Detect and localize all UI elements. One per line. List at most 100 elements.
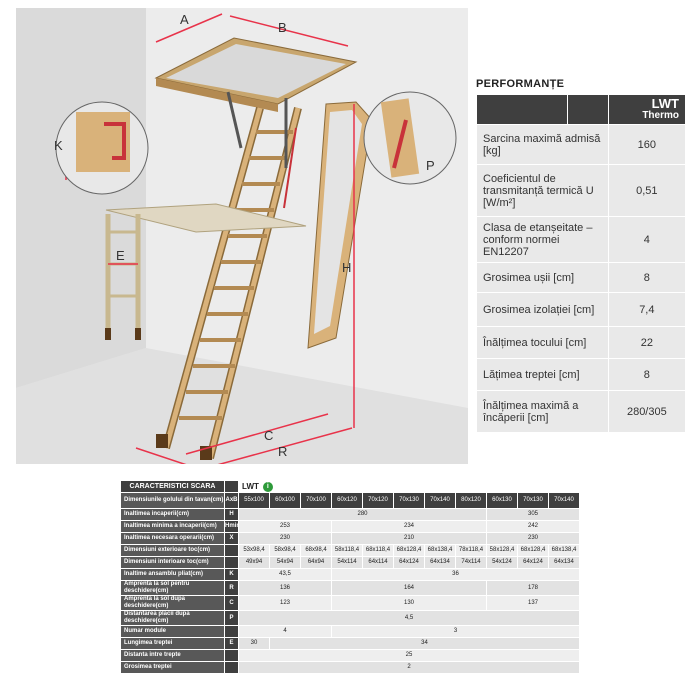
performance-label: Sarcina maximă admisă [kg] [476, 124, 609, 165]
size-column-header: 70x130 [393, 492, 425, 509]
spec-value: 64x134 [424, 556, 456, 569]
spec-label: Inaltimea minima a incaperii(cm) [120, 520, 225, 533]
spec-value: 68x98,4 [300, 544, 332, 557]
performance-header-model: LWT Thermo [607, 94, 687, 125]
spec-label: Amprenta la sol pentru deschidere(cm) [120, 580, 225, 596]
performance-value: 22 [607, 326, 687, 359]
dim-label-p: P [426, 158, 435, 173]
size-column-header: 55x100 [238, 492, 270, 509]
dim-label-a: A [180, 12, 189, 27]
dim-label-h: H [342, 260, 352, 275]
spec-value: 242 [486, 520, 580, 533]
dim-label-k: K [54, 138, 63, 153]
performance-panel: PERFORMANȚE LWT Thermo Sarcina maximă ad… [475, 78, 687, 433]
spec-symbol [224, 625, 239, 638]
spec-value: 64x114 [362, 556, 394, 569]
spec-label: Distantarea placii dupa deschidere(cm) [120, 610, 225, 626]
spec-symbol [224, 661, 239, 674]
spec-label: Amprenta la sol dupa deschidere(cm) [120, 595, 225, 611]
size-column-header: 70x130 [517, 492, 549, 509]
spec-value: 54x114 [331, 556, 363, 569]
spec-value: 130 [331, 595, 487, 611]
spec-value: 230 [238, 532, 332, 545]
dim-label-b: B [278, 20, 287, 35]
spec-value: 34 [269, 637, 580, 650]
spec-symbol: X [224, 532, 239, 545]
performance-row: Grosimea izolației [cm]7,4 [476, 292, 687, 327]
size-column-header: 70x120 [362, 492, 394, 509]
info-icon[interactable]: i [262, 481, 273, 492]
performance-label: Coeficientul de transmitanță termică U [… [476, 164, 609, 217]
spec-symbol: Hmin [224, 520, 239, 533]
performance-row: Grosimea ușii [cm]8 [476, 262, 687, 293]
spec-symbol [224, 544, 239, 557]
performance-row: Sarcina maximă admisă [kg]160 [476, 124, 687, 165]
performance-label: Grosimea ușii [cm] [476, 262, 609, 293]
spec-value: 123 [238, 595, 332, 611]
size-column-header: 60x100 [269, 492, 301, 509]
spec-symbol [224, 556, 239, 569]
spec-value: 53x98,4 [238, 544, 270, 557]
spec-symbol: R [224, 580, 239, 596]
spec-value: 136 [238, 580, 332, 596]
spec-value: 49x94 [238, 556, 270, 569]
performance-title: PERFORMANȚE [476, 78, 565, 90]
spec-symbol: C [224, 595, 239, 611]
spec-label: Dimensiuni interioare toc(cm) [120, 556, 225, 569]
spec-value: 64x124 [393, 556, 425, 569]
specifications-title: CARACTERISTICI SCARA [120, 480, 225, 493]
size-column-header: 70x140 [548, 492, 580, 509]
spec-label: Inaltime ansamblu pliat(cm) [120, 568, 225, 581]
ladder-illustration: A B K P E H C R [16, 8, 468, 464]
performance-label: Clasa de etanșeitate – conform normei EN… [476, 216, 609, 263]
spec-value: 74x114 [455, 556, 487, 569]
spec-value: 58x128,4 [486, 544, 518, 557]
spec-value: 230 [486, 532, 580, 545]
spec-value: 64x94 [300, 556, 332, 569]
spec-value: 4 [238, 625, 332, 638]
spec-value: 280 [238, 508, 487, 521]
spec-value: 43,5 [238, 568, 332, 581]
spec-header-label: Dimensiunile golului din tavan(cm) [120, 492, 225, 509]
spec-value: 210 [331, 532, 487, 545]
spec-value: 3 [331, 625, 580, 638]
spec-value: 68x128,4 [393, 544, 425, 557]
performance-value: 0,51 [607, 164, 687, 217]
performance-value: 8 [607, 358, 687, 391]
performance-label: Înălțimea tocului [cm] [476, 326, 609, 359]
spec-symbol: E [224, 637, 239, 650]
performance-label: Lățimea treptei [cm] [476, 358, 609, 391]
dim-label-c: C [264, 428, 274, 443]
spec-header-symbol: AxB [224, 492, 239, 509]
performance-row: Clasa de etanșeitate – conform normei EN… [476, 216, 687, 263]
dim-label-e: E [116, 248, 125, 263]
size-column-header: 70x100 [300, 492, 332, 509]
spec-value: 253 [238, 520, 332, 533]
spec-value: 58x98,4 [269, 544, 301, 557]
spec-value: 178 [486, 580, 580, 596]
spec-value: 68x138,4 [548, 544, 580, 557]
spec-value: 78x118,4 [455, 544, 487, 557]
spec-value: 64x124 [517, 556, 549, 569]
spec-symbol: P [224, 610, 239, 626]
performance-table: LWT Thermo Sarcina maximă admisă [kg]160… [475, 94, 687, 433]
performance-value: 7,4 [607, 292, 687, 327]
performance-label: Grosimea izolației [cm] [476, 292, 609, 327]
spec-label: Lungimea treptei [120, 637, 225, 650]
performance-label: Înălțimea maximă a încăperii [cm] [476, 390, 609, 433]
spec-value: 137 [486, 595, 580, 611]
spec-value: 4,5 [238, 610, 580, 626]
spec-value: 58x118,4 [331, 544, 363, 557]
performance-value: 8 [607, 262, 687, 293]
performance-value: 280/305 [607, 390, 687, 433]
